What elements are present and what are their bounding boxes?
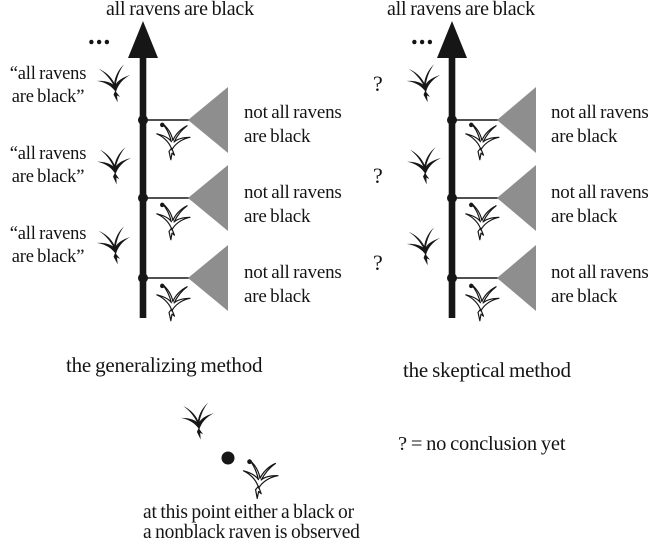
branch-caption-line: a nonblack raven is observed (143, 521, 360, 543)
branch-node-icon (138, 115, 148, 125)
arrowhead-icon (128, 21, 158, 58)
black-raven-icon (94, 63, 135, 106)
branch-node-icon (138, 193, 148, 203)
conclusion-line: not all ravens (551, 102, 649, 123)
conclusion-line: are black (551, 125, 618, 147)
conclusion-line: not all ravens (551, 182, 649, 203)
conclusion-line: not all ravens (244, 182, 342, 203)
conclusion-line: not all ravens (551, 262, 649, 283)
possibility-cone-icon (188, 87, 228, 153)
black-raven-icon (404, 63, 445, 106)
observation-line: are black” (11, 86, 85, 107)
right-ellipsis: ... (411, 20, 435, 50)
white-raven-icon (153, 282, 192, 324)
possibility-cone-icon (497, 245, 536, 311)
white-raven-icon (239, 458, 281, 502)
branch-caption-line: at this point either a black or (143, 502, 354, 523)
white-raven-icon (153, 121, 192, 163)
black-raven-icon (405, 146, 444, 187)
conclusion-line: are black (551, 285, 618, 307)
branch-node-icon (138, 273, 148, 283)
observation-line: are black” (11, 166, 85, 187)
possibility-cone-icon (188, 245, 228, 311)
conclusion-line: not all ravens (244, 262, 342, 283)
generalizing-inference-arrow (128, 21, 158, 318)
arrowhead-icon (437, 21, 467, 58)
observation-label: “all ravens are black” (0, 63, 96, 108)
question-mark-label: ? (373, 71, 383, 96)
branch-node-icon (447, 193, 457, 203)
black-raven-icon (95, 146, 134, 187)
question-mark-label: ? (373, 250, 383, 275)
right-diagram-caption: the skeptical method (403, 358, 571, 382)
conclusion-label: not all ravens are black (244, 261, 342, 308)
observation-line: “all ravens (9, 224, 87, 244)
right-diagram-title: all ravens are black (387, 0, 535, 20)
black-raven-icon (94, 225, 135, 268)
black-raven-icon (404, 226, 445, 269)
left-diagram-title: all ravens are black (106, 0, 254, 20)
possibility-cone-icon (188, 165, 228, 231)
conclusion-label: not all ravens are black (551, 101, 649, 148)
branch-node-icon (447, 115, 457, 125)
question-mark-label: ? (373, 163, 383, 188)
white-raven-icon (462, 282, 501, 324)
possibility-cone-icon (497, 165, 536, 231)
conclusion-label: not all ravens are black (244, 181, 342, 228)
conclusion-label: not all ravens are black (551, 261, 649, 308)
arrow-shaft (139, 48, 147, 318)
possibility-cone-icon (497, 87, 536, 153)
conclusion-line: not all ravens (244, 102, 342, 123)
observation-label: “all ravens are black” (0, 143, 96, 188)
observation-line: are black” (11, 246, 85, 267)
question-mark-legend: ? = no conclusion yet (398, 433, 566, 455)
conclusion-line: are black (244, 125, 311, 147)
observation-line: “all ravens (9, 144, 87, 164)
branch-point-caption: at this point either a black or a nonbla… (143, 503, 360, 542)
white-raven-icon (153, 201, 192, 243)
arrow-shaft (448, 48, 456, 318)
skeptical-inference-arrow (437, 21, 467, 318)
observation-line: “all ravens (9, 64, 87, 84)
observation-dot-icon (221, 451, 235, 465)
black-raven-icon (179, 402, 218, 442)
conclusion-label: not all ravens are black (551, 181, 649, 228)
branch-node-icon (447, 273, 457, 283)
conclusion-label: not all ravens are black (244, 101, 342, 148)
white-raven-icon (462, 121, 501, 163)
conclusion-line: are black (244, 285, 311, 307)
conclusion-line: are black (551, 205, 618, 227)
white-raven-icon (462, 201, 501, 243)
observation-label: “all ravens are black” (0, 223, 96, 268)
conclusion-line: are black (244, 205, 311, 227)
left-diagram-caption: the generalizing method (66, 353, 263, 377)
left-ellipsis: ... (88, 20, 112, 50)
